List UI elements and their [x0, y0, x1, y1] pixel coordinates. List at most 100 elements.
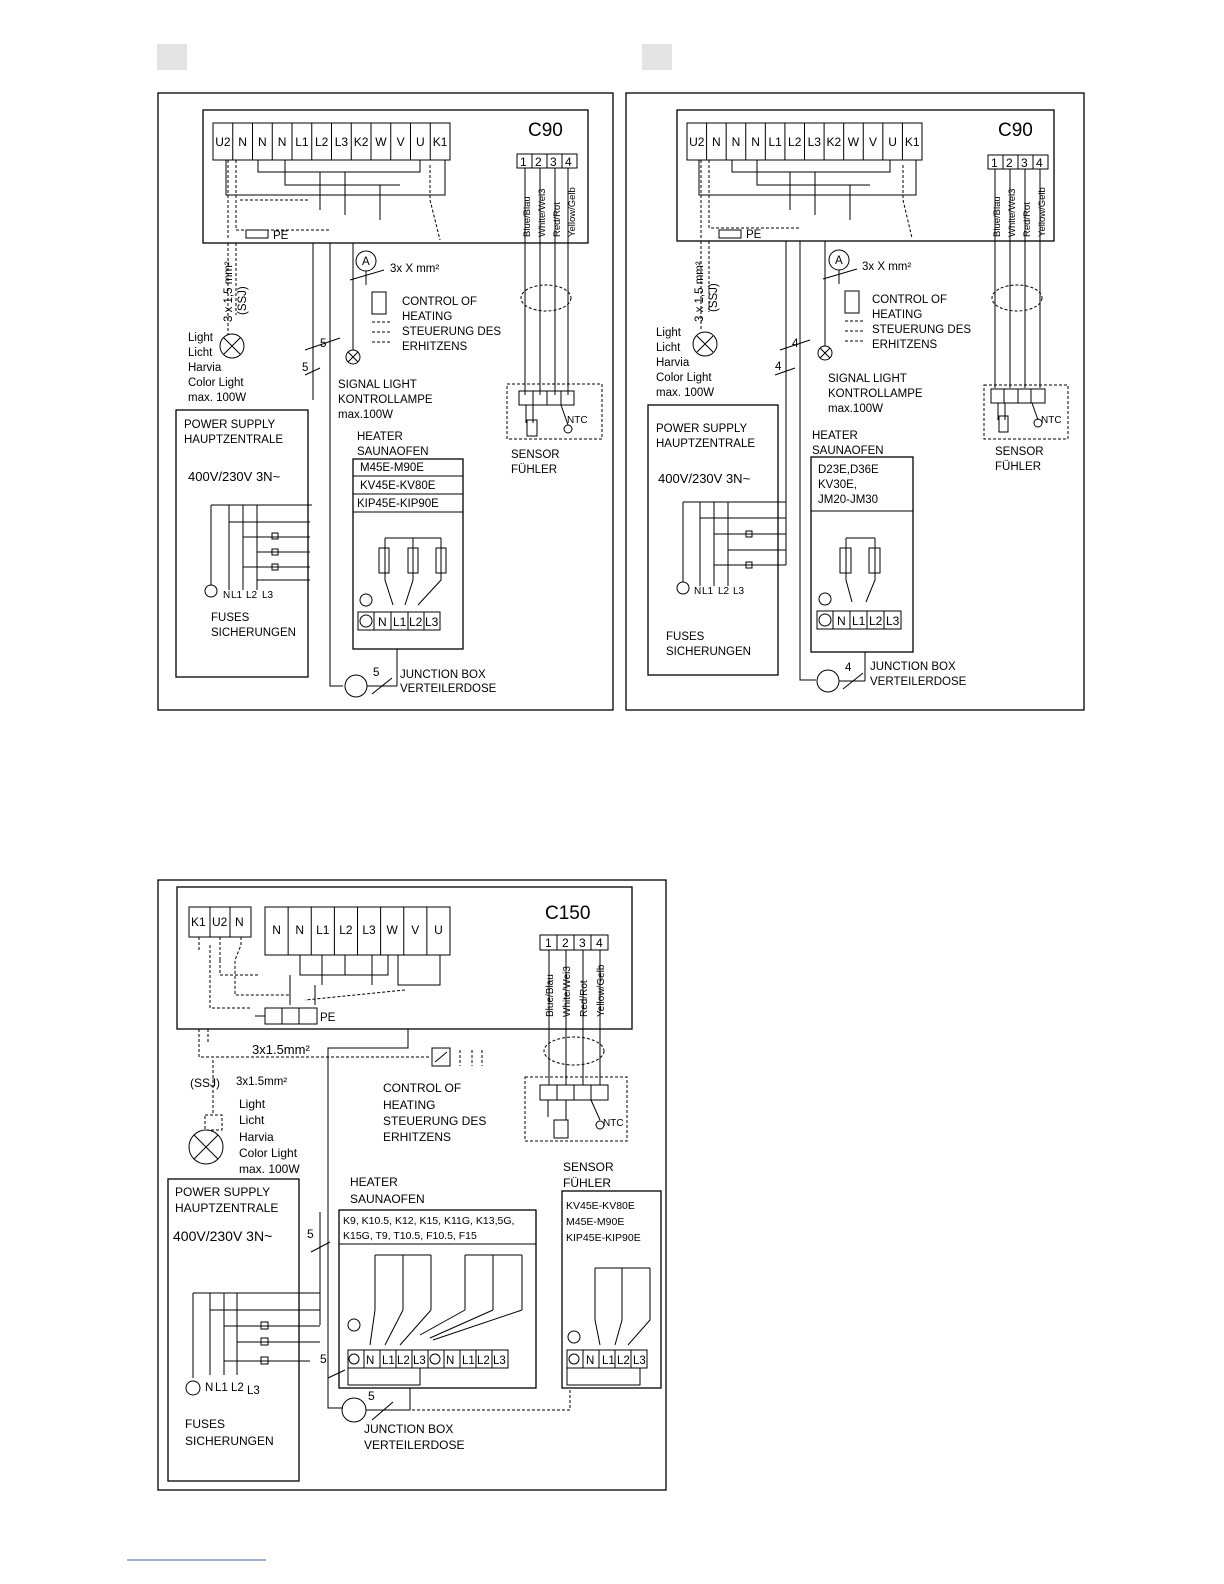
svg-text:L1: L1	[602, 1355, 615, 1367]
terminal-label: N	[732, 135, 741, 149]
controller-box	[202, 109, 589, 244]
svg-text:ERHITZENS: ERHITZENS	[402, 341, 468, 353]
svg-text:POWER SUPPLY: POWER SUPPLY	[184, 419, 275, 431]
svg-text:FUSES: FUSES	[666, 631, 705, 643]
svg-text:5: 5	[307, 1227, 314, 1241]
svg-text:D23E,D36E: D23E,D36E	[818, 464, 879, 476]
svg-text:Light: Light	[656, 327, 682, 339]
sensor-strip: 1 2 3 4	[987, 154, 1049, 170]
svg-text:N: N	[837, 614, 846, 628]
svg-text:FÜHLER: FÜHLER	[563, 1176, 611, 1190]
svg-text:ERHITZENS: ERHITZENS	[872, 339, 938, 351]
svg-text:Blue/Blau: Blue/Blau	[545, 974, 556, 1017]
svg-text:(SSJ): (SSJ)	[708, 283, 720, 312]
svg-text:3x1.5mm²: 3x1.5mm²	[236, 1076, 287, 1088]
terminal-label: U	[434, 923, 443, 937]
terminal-label: N	[278, 135, 287, 149]
svg-text:Harvia: Harvia	[239, 1130, 274, 1144]
ground-icon	[185, 1380, 201, 1396]
relay-icon	[431, 1047, 451, 1067]
ground-icon	[676, 581, 690, 595]
svg-text:POWER SUPPLY: POWER SUPPLY	[656, 423, 747, 435]
svg-text:M45E-M90E: M45E-M90E	[360, 462, 424, 474]
svg-text:L1: L1	[382, 1355, 395, 1367]
svg-text:White/Wei3: White/Wei3	[562, 966, 573, 1017]
svg-text:N: N	[694, 586, 701, 597]
signal-light-icon	[345, 349, 361, 365]
relay-icon	[371, 291, 387, 315]
svg-text:N: N	[586, 1355, 594, 1367]
svg-text:FUSES: FUSES	[211, 612, 250, 624]
svg-text:CONTROL OF: CONTROL OF	[872, 294, 947, 306]
svg-text:FÜHLER: FÜHLER	[511, 464, 557, 476]
heater-box	[352, 458, 464, 650]
terminal-label: L3	[808, 135, 822, 149]
light-icon	[188, 1129, 224, 1165]
ground-icon	[204, 584, 218, 598]
svg-text:SAUNAOFEN: SAUNAOFEN	[812, 445, 884, 457]
svg-text:CONTROL OF: CONTROL OF	[402, 296, 477, 308]
terminal-label: W	[387, 923, 399, 937]
terminal-label: N	[295, 923, 304, 937]
svg-text:L1: L1	[393, 615, 407, 629]
terminal-label: V	[397, 135, 405, 149]
svg-text:HEATER: HEATER	[350, 1175, 398, 1189]
svg-text:KV45E-KV80E: KV45E-KV80E	[566, 1200, 635, 1212]
svg-text:SAUNAOFEN: SAUNAOFEN	[350, 1192, 425, 1206]
svg-text:STEUERUNG DES: STEUERUNG DES	[402, 326, 501, 338]
svg-text:POWER SUPPLY: POWER SUPPLY	[175, 1185, 270, 1199]
svg-text:max. 100W: max. 100W	[656, 387, 714, 399]
svg-text:KONTROLLAMPE: KONTROLLAMPE	[338, 394, 433, 406]
svg-text:JUNCTION BOX: JUNCTION BOX	[364, 1422, 453, 1436]
terminal-label: N	[258, 135, 267, 149]
svg-text:NTC: NTC	[603, 1118, 624, 1129]
junction-box-icon	[816, 669, 840, 693]
svg-text:N: N	[366, 1355, 374, 1367]
svg-text:U2: U2	[212, 915, 228, 929]
svg-text:L2: L2	[477, 1355, 490, 1367]
controller-title: C90	[998, 120, 1033, 141]
power-supply-box	[167, 1178, 300, 1482]
svg-text:3: 3	[579, 936, 586, 950]
svg-text:PE: PE	[273, 230, 289, 242]
svg-text:5: 5	[373, 667, 379, 679]
svg-text:L2: L2	[397, 1355, 410, 1367]
svg-text:HEATING: HEATING	[383, 1098, 435, 1112]
svg-text:VERTEILERDOSE: VERTEILERDOSE	[364, 1438, 464, 1452]
svg-text:KIP45E-KIP90E: KIP45E-KIP90E	[357, 498, 439, 510]
terminal-label: N	[712, 135, 721, 149]
terminal-label: V	[869, 135, 877, 149]
terminal-label: K1	[905, 135, 920, 149]
svg-text:HAUPTZENTRALE: HAUPTZENTRALE	[184, 434, 283, 446]
svg-text:4: 4	[596, 936, 603, 950]
svg-text:L3: L3	[425, 615, 439, 629]
svg-text:NTC: NTC	[1041, 415, 1062, 426]
svg-text:3x1.5mm²: 3x1.5mm²	[252, 1042, 310, 1057]
svg-text:JM20-JM30: JM20-JM30	[818, 494, 878, 506]
light-icon	[219, 333, 245, 359]
controller-title: C150	[545, 903, 590, 924]
sensor-box	[506, 383, 603, 440]
svg-text:max.100W: max.100W	[828, 403, 883, 415]
svg-text:HEATING: HEATING	[872, 309, 922, 321]
svg-text:L2: L2	[617, 1355, 630, 1367]
svg-text:L3: L3	[493, 1355, 506, 1367]
svg-text:K1: K1	[191, 915, 206, 929]
svg-text:3x X mm²: 3x X mm²	[862, 261, 911, 273]
terminal-label: L2	[315, 135, 329, 149]
svg-text:SICHERUNGEN: SICHERUNGEN	[666, 646, 751, 658]
svg-text:HAUPTZENTRALE: HAUPTZENTRALE	[656, 438, 755, 450]
svg-text:K15G, T9, T10.5, F10.5, F15: K15G, T9, T10.5, F10.5, F15	[343, 1230, 477, 1242]
svg-text:HEATER: HEATER	[812, 430, 858, 442]
svg-text:N: N	[235, 915, 244, 929]
svg-text:5: 5	[302, 362, 308, 374]
svg-text:VERTEILERDOSE: VERTEILERDOSE	[870, 676, 967, 688]
svg-text:JUNCTION BOX: JUNCTION BOX	[400, 669, 486, 681]
svg-text:L3: L3	[247, 1385, 260, 1397]
svg-text:400V/230V 3N~: 400V/230V 3N~	[188, 469, 281, 484]
terminal-label: V	[411, 923, 419, 937]
svg-text:SENSOR: SENSOR	[563, 1160, 614, 1174]
